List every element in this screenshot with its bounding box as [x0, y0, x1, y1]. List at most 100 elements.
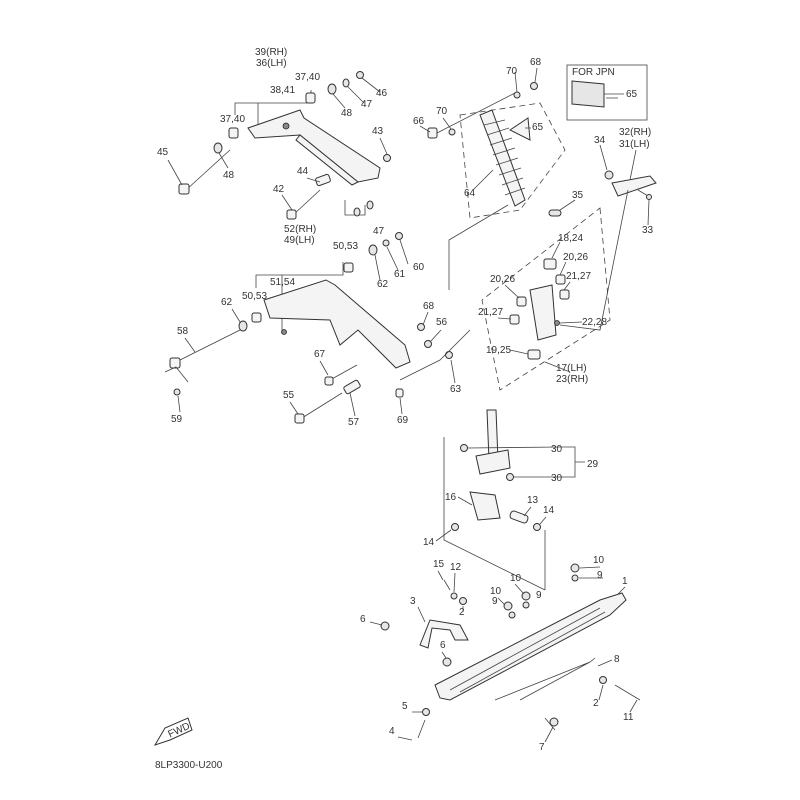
collar-44	[315, 173, 331, 187]
bolt-2-right	[599, 676, 607, 684]
callout: 37,40	[220, 114, 245, 125]
fwd-arrow-icon	[153, 717, 193, 746]
callout: 14	[423, 537, 435, 548]
callout: 15	[433, 559, 445, 570]
callout: 2	[593, 698, 599, 709]
bushing-20-26-right	[555, 274, 566, 285]
bushing-20-26-left	[516, 296, 527, 307]
for-jpn-label: FOR JPN	[572, 67, 615, 78]
callout: 51,54	[270, 277, 295, 288]
collar-13	[509, 510, 529, 524]
callout: 33	[642, 225, 654, 236]
label-65	[509, 117, 531, 141]
bolt-58-head	[169, 357, 181, 369]
callout: 42	[273, 184, 285, 195]
bushing-21-27-right	[559, 289, 570, 300]
callout: 20,26	[563, 252, 588, 263]
cap-35	[548, 209, 562, 217]
callout: 3	[410, 596, 416, 607]
callout: 17(LH)	[556, 363, 587, 374]
bushing-21-27-left	[509, 314, 520, 325]
bolt-66-head	[427, 127, 438, 139]
callout: 65	[532, 122, 544, 133]
callout: 20,26	[490, 274, 515, 285]
for-jpn-box: FOR JPN	[566, 64, 648, 121]
pitman-arm	[611, 175, 657, 197]
washer-5	[422, 708, 430, 716]
label-65-jpn	[571, 80, 605, 108]
callout: 50,53	[333, 241, 358, 252]
callout: 68	[423, 301, 435, 312]
callout: 35	[572, 190, 584, 201]
callout: 36(LH)	[256, 58, 287, 69]
callout: 32(RH)	[619, 127, 651, 138]
washer-61	[382, 239, 390, 247]
collar-62-right	[368, 244, 378, 256]
svg-text:FWD: FWD	[167, 721, 192, 741]
callout: 58	[177, 326, 189, 337]
bushing-30-a	[460, 444, 468, 452]
nut-10-c	[570, 563, 580, 573]
bushing-50-53-left	[251, 312, 262, 323]
callout: 18,24	[558, 233, 583, 244]
callout: 48	[341, 108, 353, 119]
callout: 70	[436, 106, 448, 117]
collar-48-upper	[327, 83, 337, 95]
callout: 52(RH)	[284, 224, 316, 235]
callout: 12	[450, 562, 462, 573]
grease-nipple-51-54	[281, 329, 287, 335]
callout: 4	[389, 726, 395, 737]
nut-12	[450, 592, 458, 600]
callout: 29	[587, 459, 599, 470]
ski-column-bracket	[475, 449, 511, 475]
collar-63	[445, 351, 453, 359]
callout: 55	[283, 390, 295, 401]
nut-6-left	[380, 621, 390, 631]
callout: 6	[440, 640, 446, 651]
collar-62-left	[238, 320, 248, 332]
washer-70-left	[448, 128, 456, 136]
callout: 48	[223, 170, 235, 181]
callout: 9	[492, 596, 498, 607]
bolt-45-head	[178, 183, 190, 195]
callout: 11	[623, 712, 634, 723]
bushing-37-40-upper	[305, 92, 316, 104]
callout: 34	[594, 135, 606, 146]
callout: 49(LH)	[284, 235, 315, 246]
nut-46	[356, 71, 364, 79]
washer-70-right	[513, 91, 521, 99]
nut-59	[173, 388, 181, 396]
callout: 45	[157, 147, 169, 158]
washer-9-b	[522, 601, 530, 609]
callout: 8	[614, 654, 620, 665]
callout: 13	[527, 495, 539, 506]
callout: 14	[543, 505, 555, 516]
washer-9-c	[571, 574, 579, 582]
shock-absorber-group	[427, 82, 566, 290]
pitman-arm-group	[559, 170, 657, 331]
callout: 64	[464, 188, 476, 199]
callout: 31(LH)	[619, 139, 650, 150]
nut-34	[604, 170, 614, 180]
bushing-18-24	[543, 258, 557, 270]
callout: 65	[626, 89, 638, 100]
callout: 44	[297, 166, 309, 177]
nut-6-right	[442, 657, 452, 667]
ski-group	[380, 563, 641, 739]
callout: 16	[445, 492, 457, 503]
callout: 43	[372, 126, 384, 137]
callout: 67	[314, 349, 326, 360]
bushing-19-25	[527, 349, 541, 360]
nut-56	[424, 340, 432, 348]
washer-47-a	[353, 207, 361, 217]
lower-swing-arm	[263, 279, 411, 369]
nut-68-top	[530, 82, 538, 90]
bolt-55-head	[294, 413, 305, 424]
fwd-arrow: FWD	[153, 717, 193, 746]
callout: 63	[450, 384, 462, 395]
callout: 59	[171, 414, 183, 425]
handle-3	[419, 619, 469, 649]
nut-43	[383, 154, 391, 162]
